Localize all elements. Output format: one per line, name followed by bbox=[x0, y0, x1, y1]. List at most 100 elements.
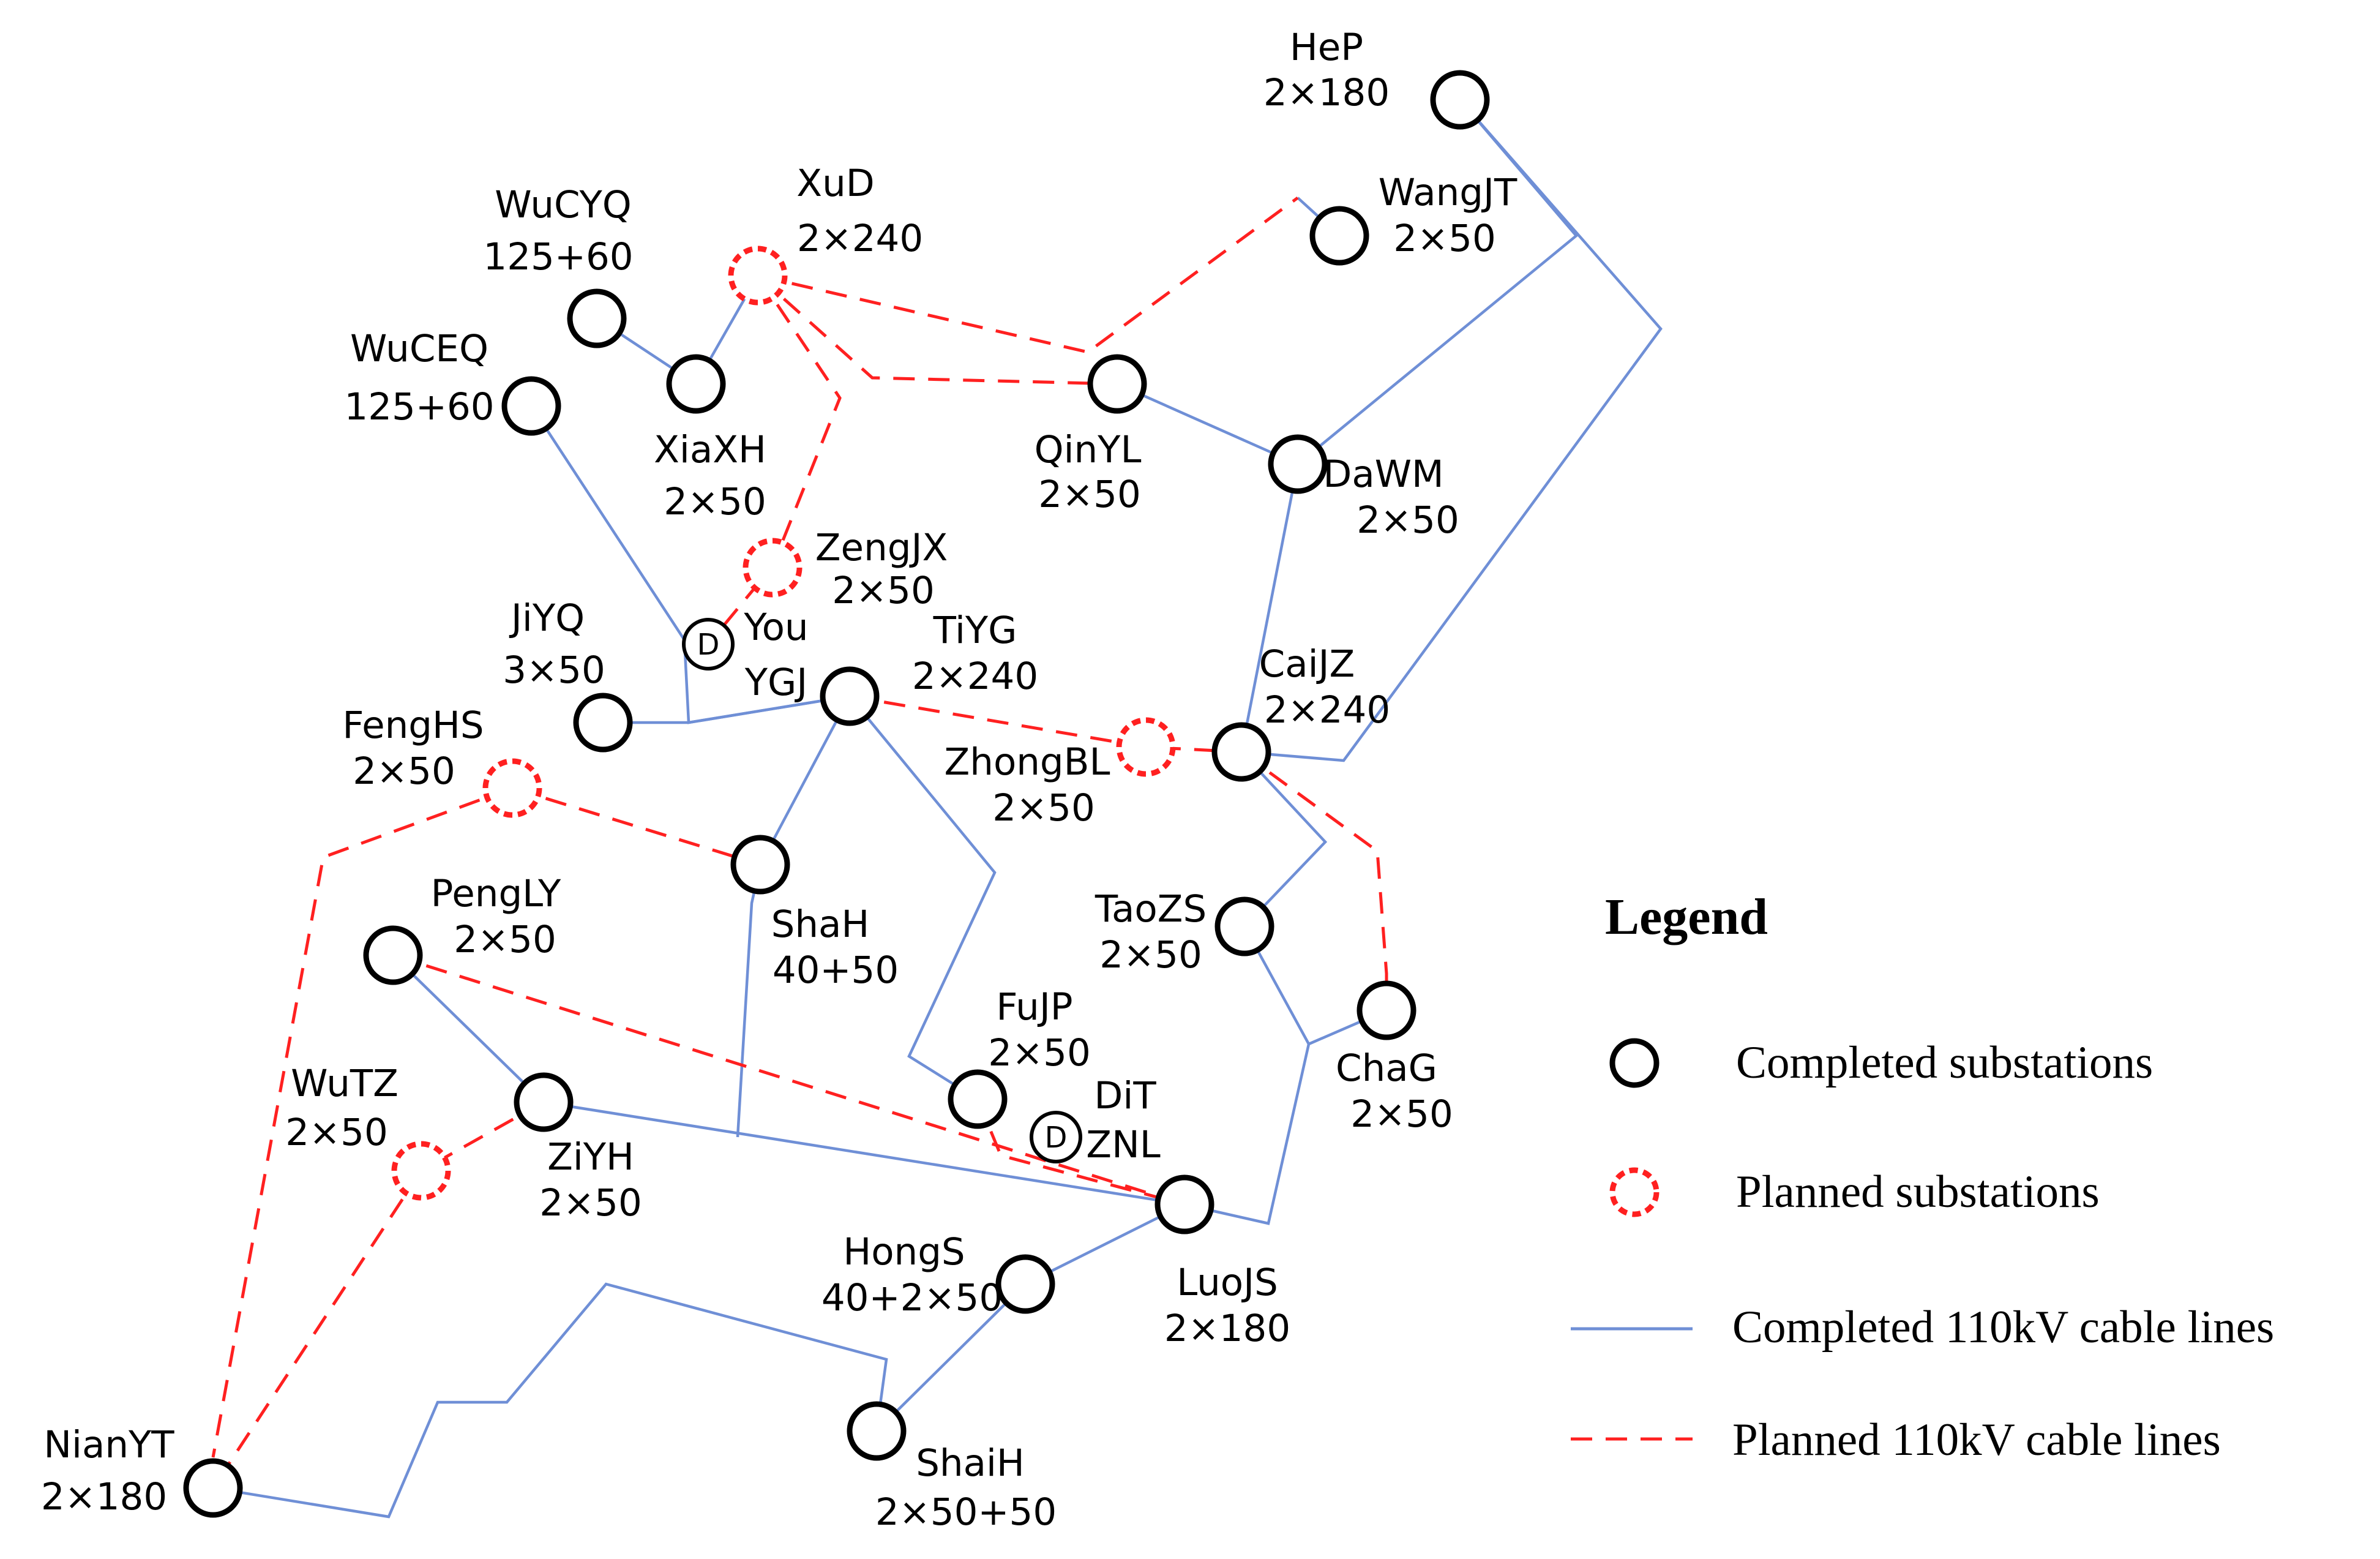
label-capacity-chag: 2×50 bbox=[1350, 1092, 1453, 1136]
planned-line-fenghs-nianyt bbox=[211, 786, 513, 1458]
substation-labels: HeP2×180WangJT2×50XuD2×240WuCYQ125+60Xia… bbox=[41, 26, 1517, 1534]
label-capacity-zengjx: 2×50 bbox=[832, 569, 935, 612]
completed-line-dawm-hep bbox=[1297, 99, 1579, 465]
substation-dawm bbox=[1268, 434, 1328, 494]
completed-line-hep-caijz bbox=[1241, 99, 1663, 762]
legend-planned-lines-label: Planned 110kV cable lines bbox=[1732, 1414, 2221, 1465]
substation-pengly bbox=[363, 925, 423, 985]
planned-line-xud-qinyl bbox=[757, 274, 1118, 386]
label-capacity-wuceq: 125+60 bbox=[344, 385, 494, 429]
substation-xud bbox=[728, 246, 788, 306]
substation-fujp bbox=[948, 1069, 1008, 1129]
planned-line-ziyh-nianyt bbox=[211, 1100, 545, 1489]
label-capacity-wutz: 2×50 bbox=[285, 1111, 388, 1154]
substation-hongs bbox=[995, 1254, 1055, 1314]
substation-hep bbox=[1430, 70, 1490, 130]
completed-line-ygj-fujp bbox=[848, 695, 997, 1100]
legend: Legend Completed substations Planned sub… bbox=[1571, 888, 2274, 1465]
label-capacity-qinyl: 2×50 bbox=[1038, 473, 1141, 516]
substation-zengjx bbox=[743, 538, 803, 598]
label-name-wutz: WuTZ bbox=[291, 1062, 399, 1105]
substation-qinyl bbox=[1087, 354, 1147, 414]
label-capacity-caijz: 2×240 bbox=[1264, 688, 1390, 732]
legend-planned-substation-symbol bbox=[1609, 1167, 1660, 1217]
substation-wucyq bbox=[567, 288, 627, 348]
planned-line-xud-you bbox=[707, 274, 842, 645]
label-capacity-wangjt: 2×50 bbox=[1393, 217, 1496, 260]
planned-line-caijz-chag bbox=[1240, 750, 1388, 1010]
label-capacity-shah: 40+50 bbox=[773, 949, 899, 992]
label-capacity-ziyh: 2×50 bbox=[539, 1181, 642, 1225]
label-name-shaih: ShaiH bbox=[916, 1441, 1025, 1485]
label-capacity-wucyq: 125+60 bbox=[483, 235, 633, 279]
substation-fenghs bbox=[482, 758, 542, 818]
completed-line-shah-ziyh-luojs bbox=[736, 864, 762, 1138]
legend-completed-substation-symbol bbox=[1609, 1038, 1660, 1088]
label-capacity-shaih: 2×50+50 bbox=[875, 1490, 1057, 1534]
substation-ygj bbox=[820, 666, 880, 726]
label-capacity-nianyt: 2×180 bbox=[41, 1475, 167, 1519]
label-capacity-taozs: 2×50 bbox=[1099, 933, 1202, 977]
legend-title: Legend bbox=[1605, 888, 1768, 945]
d-node-dit bbox=[1030, 1111, 1082, 1163]
label-name-zengjx: ZengJX bbox=[815, 526, 948, 569]
label-name-dit: DiT bbox=[1094, 1074, 1156, 1118]
label-name-dawm: DaWM bbox=[1323, 453, 1443, 496]
label-capacity-dawm: 2×50 bbox=[1357, 498, 1459, 542]
label-name-qinyl: QinYL bbox=[1035, 428, 1142, 471]
substation-ziyh bbox=[514, 1072, 574, 1132]
completed-line-shaih-nianyt bbox=[212, 1282, 888, 1519]
label-name-chag: ChaG bbox=[1336, 1046, 1437, 1090]
label-name-taozs: TaoZS bbox=[1095, 887, 1207, 931]
label-name-you: You bbox=[743, 606, 808, 649]
legend-completed-lines-label: Completed 110kV cable lines bbox=[1732, 1302, 2274, 1353]
planned-line-fenghs-shah bbox=[512, 786, 761, 866]
d-mark-dit: D bbox=[1045, 1121, 1068, 1155]
substation-shaih bbox=[847, 1401, 907, 1461]
label-name-jiyq: JiYQ bbox=[509, 596, 585, 640]
substation-wangjt bbox=[1309, 206, 1369, 266]
label-capacity-pengly: 2×50 bbox=[454, 918, 556, 961]
completed-line-jiyq-ygj bbox=[603, 694, 850, 724]
substation-wutz bbox=[391, 1141, 451, 1201]
substation-caijz bbox=[1211, 722, 1271, 782]
label-capacity-hep: 2×180 bbox=[1263, 71, 1390, 115]
completed-line-pengly-ziyh bbox=[392, 954, 545, 1103]
substation-chag bbox=[1357, 980, 1416, 1040]
substations: DD bbox=[183, 70, 1490, 1518]
substation-shah bbox=[730, 835, 790, 895]
planned-line-ygj-caijz bbox=[849, 694, 1242, 754]
substation-taozs bbox=[1214, 896, 1274, 956]
label-capacity-zhongbl: 2×50 bbox=[992, 786, 1095, 830]
planned-line-xud-hep-wangjt bbox=[757, 196, 1299, 354]
label-name-wangjt: WangJT bbox=[1379, 171, 1517, 214]
d-node-you bbox=[682, 618, 735, 671]
label-name-hep: HeP bbox=[1290, 26, 1363, 69]
label-capacity-fenghs: 2×50 bbox=[353, 749, 455, 793]
label-name-ygj: YGJ bbox=[744, 661, 808, 704]
label-name-ziyh: ZiYH bbox=[547, 1135, 634, 1179]
label-capacity-fujp: 2×50 bbox=[988, 1031, 1091, 1075]
d-mark-you: D bbox=[697, 628, 720, 662]
completed-line-hongs-shaih bbox=[875, 1283, 1027, 1432]
label-name-pengly: PengLY bbox=[431, 872, 561, 915]
label-capacity-hongs: 40+2×50 bbox=[821, 1276, 1003, 1320]
label-capacity-xiaxh: 2×50 bbox=[664, 480, 766, 524]
label-name-tiyg: TiYG bbox=[933, 609, 1017, 652]
substation-xiaxh bbox=[666, 354, 726, 414]
label-capacity-xud: 2×240 bbox=[797, 217, 923, 260]
completed-line-ygj-shah bbox=[759, 695, 851, 866]
label-capacity-tiyg: 2×240 bbox=[912, 655, 1038, 698]
legend-planned-substations-label: Planned substations bbox=[1736, 1166, 2100, 1217]
substation-wuceq bbox=[501, 376, 561, 436]
label-capacity-jiyq: 3×50 bbox=[503, 648, 605, 692]
label-name-wucyq: WuCYQ bbox=[495, 183, 632, 227]
label-name-nianyt: NianYT bbox=[43, 1423, 174, 1467]
label-name-fenghs: FengHS bbox=[342, 704, 484, 747]
label-name-luojs: LuoJS bbox=[1177, 1261, 1278, 1304]
label-name-shah: ShaH bbox=[771, 903, 870, 946]
completed-line-taozs-luojs bbox=[1184, 925, 1311, 1225]
legend-completed-substations-label: Completed substations bbox=[1736, 1037, 2153, 1088]
substation-zhongbl bbox=[1116, 717, 1176, 777]
